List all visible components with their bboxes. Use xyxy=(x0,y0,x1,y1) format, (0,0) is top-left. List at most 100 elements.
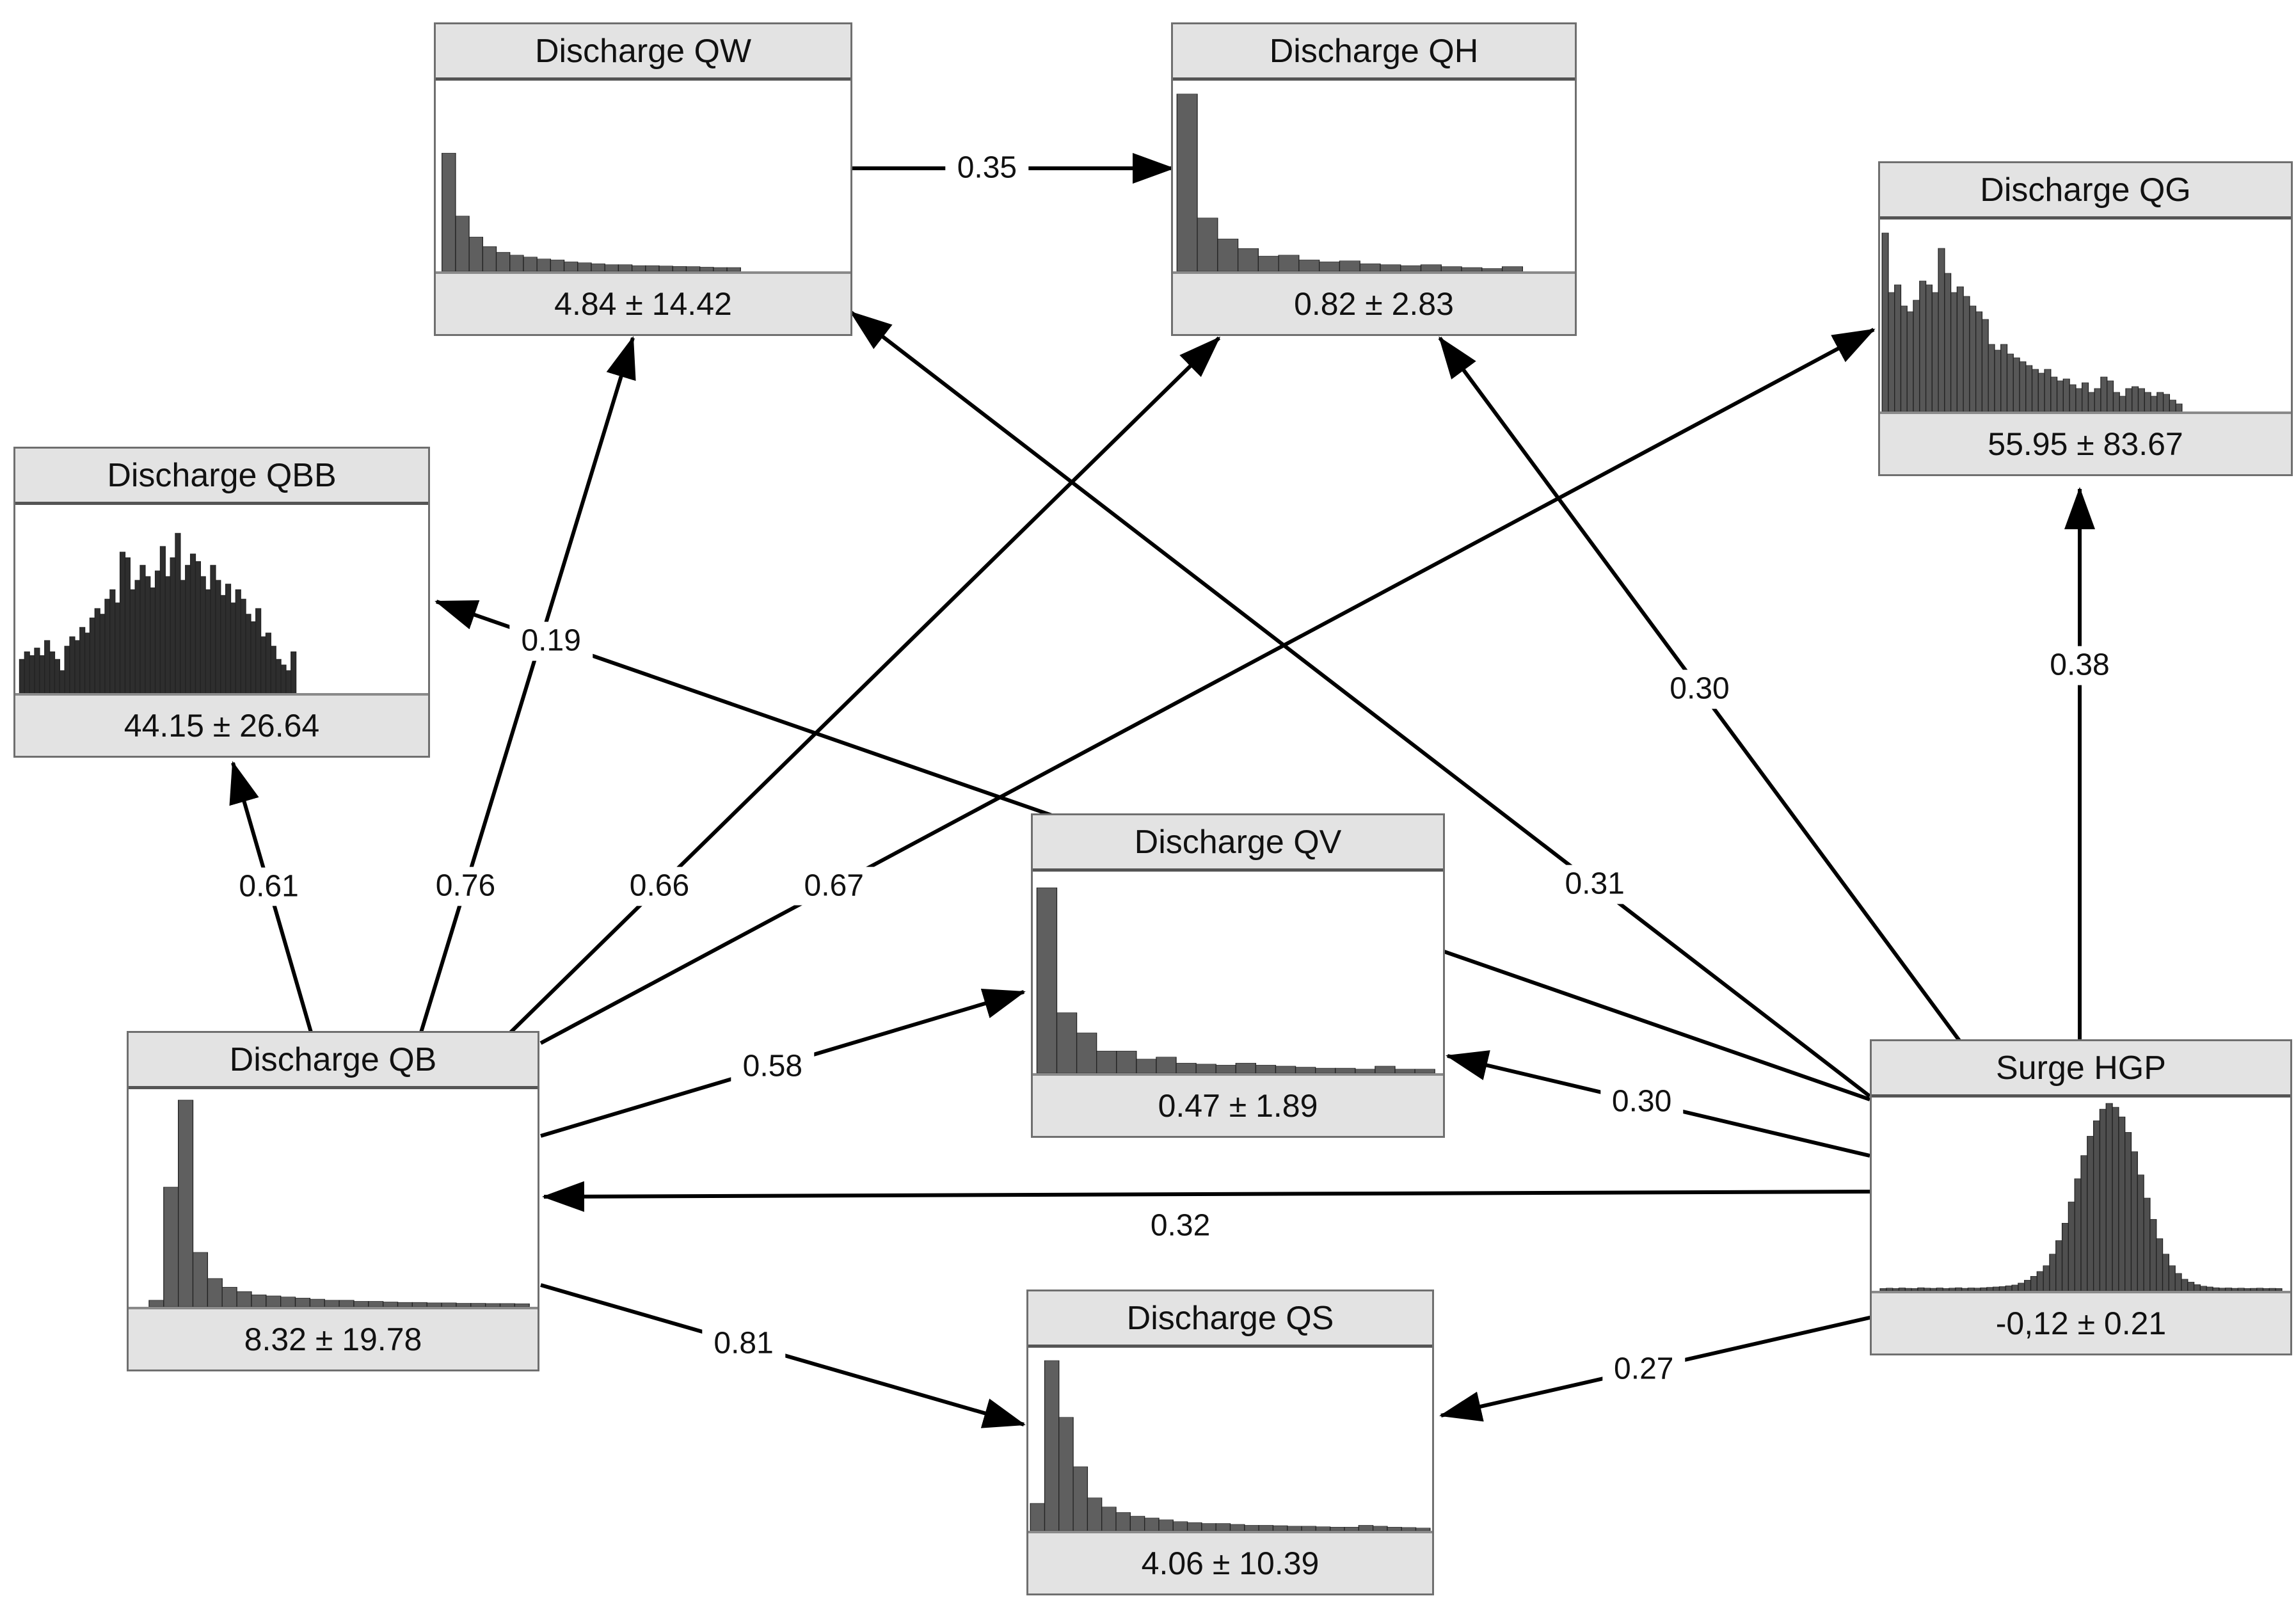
histogram-bar xyxy=(145,576,151,693)
histogram-bar xyxy=(1414,1069,1435,1073)
histogram-bar xyxy=(468,237,484,271)
histogram-bar xyxy=(685,266,701,271)
node-histogram xyxy=(1880,220,2291,411)
histogram-bar xyxy=(2068,1201,2075,1291)
histogram-bar xyxy=(645,265,660,271)
histogram-bar xyxy=(2082,382,2089,411)
histogram-bar xyxy=(1988,344,1995,411)
histogram-bar xyxy=(2224,1288,2233,1291)
histogram-bar xyxy=(482,246,497,271)
histogram-bar xyxy=(658,266,673,271)
node-hgp[interactable]: Surge HGP-0,12 ± 0.21 xyxy=(1870,1039,2292,1355)
histogram-bar xyxy=(240,598,246,693)
edge-weight-label: 0.76 xyxy=(424,866,507,906)
histogram-bar xyxy=(94,608,100,693)
histogram-bar xyxy=(210,564,216,693)
histogram-bar xyxy=(2011,1284,2019,1291)
histogram-bar xyxy=(109,589,116,693)
histogram-bar xyxy=(2105,1103,2113,1291)
histogram-bar xyxy=(250,621,257,693)
histogram-bar xyxy=(215,580,221,693)
histogram-bar xyxy=(115,602,121,693)
histogram-bar xyxy=(1981,319,1989,411)
edge-weight-label: 0.32 xyxy=(1150,1208,1211,1243)
histogram-bar xyxy=(1400,265,1422,271)
node-histogram xyxy=(1028,1348,1432,1531)
histogram-bar xyxy=(1144,1517,1160,1531)
histogram-bar xyxy=(44,640,51,693)
histogram-bar xyxy=(1942,1288,1950,1291)
histogram-bar xyxy=(1195,1064,1216,1073)
histogram-bar xyxy=(2062,378,2070,411)
histogram-bar xyxy=(1944,273,1952,411)
histogram-bar xyxy=(1975,311,1983,411)
histogram-bar xyxy=(2056,380,2064,411)
node-stat: 8.32 ± 19.78 xyxy=(129,1307,538,1369)
histogram-bar xyxy=(1894,284,1902,411)
histogram-bar xyxy=(2181,1279,2188,1291)
histogram-bar xyxy=(2074,1178,2082,1291)
histogram-bar xyxy=(1076,1032,1097,1073)
histogram-bar xyxy=(2143,1197,2151,1291)
histogram-bar xyxy=(1030,1503,1046,1531)
node-title: Discharge QB xyxy=(129,1033,538,1089)
histogram-bar xyxy=(19,659,25,693)
histogram-bar xyxy=(1101,1506,1117,1531)
histogram-bar xyxy=(2087,392,2095,411)
histogram-bar xyxy=(265,632,271,693)
node-qb[interactable]: Discharge QB 8.32 ± 19.78 xyxy=(127,1031,539,1371)
histogram-bar xyxy=(2156,392,2164,411)
histogram-bar xyxy=(2268,1288,2276,1291)
histogram-bar xyxy=(2044,369,2052,411)
histogram-bar xyxy=(1359,263,1381,271)
histogram-bar xyxy=(618,264,633,271)
histogram-bar xyxy=(221,1287,237,1307)
histogram-bar xyxy=(2069,384,2077,411)
histogram-bar xyxy=(275,659,282,693)
edge-weight-label: 0.27 xyxy=(1602,1350,1686,1389)
histogram-bar xyxy=(1394,1069,1415,1073)
histogram-bar xyxy=(2174,1273,2182,1291)
edge-weight-label: 0.67 xyxy=(792,866,875,906)
histogram-bar xyxy=(2162,394,2170,411)
histogram-bar xyxy=(163,1186,179,1307)
histogram-bar xyxy=(2169,399,2176,411)
histogram-bar xyxy=(536,259,552,271)
histogram-bar xyxy=(1255,1065,1277,1073)
histogram-bar xyxy=(1315,1526,1331,1531)
histogram-bar xyxy=(89,618,95,693)
histogram-bar xyxy=(2130,1151,2138,1291)
node-title: Discharge QV xyxy=(1033,815,1443,872)
node-histogram xyxy=(15,505,428,693)
edge-weight-label: 0.31 xyxy=(1553,865,1636,904)
histogram-bar xyxy=(1950,292,1958,411)
histogram-bar xyxy=(29,655,35,693)
histogram-bar xyxy=(54,659,60,693)
histogram-bar xyxy=(1961,1288,1969,1291)
histogram-bar xyxy=(514,1303,530,1307)
histogram-bar xyxy=(1963,296,1970,411)
histogram-bar xyxy=(672,266,687,271)
histogram-bar xyxy=(2137,388,2145,411)
edge-weight-label: 0.30 xyxy=(1658,669,1741,709)
histogram-bar xyxy=(2030,1276,2037,1291)
histogram-bar xyxy=(2231,1288,2238,1291)
histogram-bar xyxy=(1980,1287,1988,1291)
histogram-bar xyxy=(2100,376,2108,411)
histogram-bar xyxy=(441,1302,457,1307)
histogram-bar xyxy=(411,1302,427,1307)
histogram-bar xyxy=(2037,372,2045,411)
histogram-bar xyxy=(2212,1287,2220,1291)
histogram-bar xyxy=(442,152,456,271)
histogram-bar xyxy=(1949,1288,1956,1291)
histogram-bar xyxy=(2107,380,2114,411)
histogram-bar xyxy=(195,561,201,693)
histogram-bar xyxy=(2125,1132,2132,1291)
histogram-bar xyxy=(1257,255,1279,271)
